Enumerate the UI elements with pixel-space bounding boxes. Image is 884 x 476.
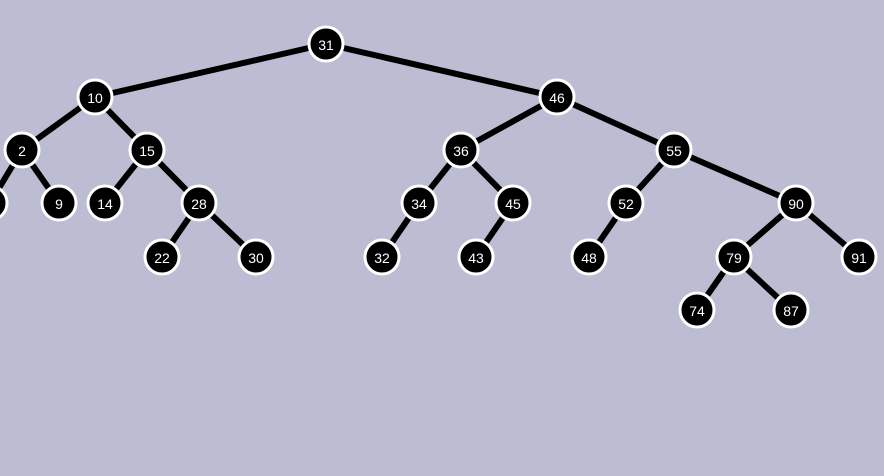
tree-node-circle[interactable]: [538, 78, 576, 116]
tree-node-circle[interactable]: [678, 291, 716, 329]
tree-node-circle[interactable]: [237, 238, 275, 276]
tree-node-circle[interactable]: [607, 184, 645, 222]
tree-node[interactable]: 31: [307, 25, 345, 63]
tree-node-label: 91: [851, 250, 867, 266]
tree-node-label: 10: [87, 90, 103, 106]
nodes-layer: 9 2 14 22 30 28 15 10 32 34 43 45 36 48 52 74 87 79 91 90 55…: [0, 25, 878, 329]
tree-node-label: 55: [666, 143, 682, 159]
tree-node-circle[interactable]: [128, 131, 166, 169]
tree-node[interactable]: 36: [442, 131, 480, 169]
tree-node-circle[interactable]: [772, 291, 810, 329]
tree-node-circle[interactable]: [0, 186, 9, 220]
tree-node-label: 36: [453, 143, 469, 159]
tree-node-circle[interactable]: [570, 238, 608, 276]
tree-node[interactable]: 74: [678, 291, 716, 329]
tree-node-label: 46: [549, 90, 565, 106]
tree-node-label: 90: [788, 196, 804, 212]
tree-node-label: 34: [411, 196, 427, 212]
tree-node[interactable]: 9: [40, 184, 78, 222]
tree-node-label: 2: [18, 143, 26, 159]
tree-node[interactable]: 2: [3, 131, 41, 169]
tree-node-label: 74: [689, 303, 705, 319]
tree-node-circle[interactable]: [494, 184, 532, 222]
tree-node-circle[interactable]: [307, 25, 345, 63]
tree-node-label: 79: [726, 250, 742, 266]
tree-node-circle[interactable]: [715, 238, 753, 276]
tree-node[interactable]: 90: [777, 184, 815, 222]
tree-node[interactable]: 87: [772, 291, 810, 329]
tree-node-label: 22: [154, 250, 170, 266]
tree-node-label: 87: [783, 303, 799, 319]
tree-node[interactable]: [0, 186, 9, 220]
tree-node-label: 28: [191, 196, 207, 212]
tree-node-circle[interactable]: [777, 184, 815, 222]
tree-node[interactable]: 28: [180, 184, 218, 222]
tree-node-circle[interactable]: [442, 131, 480, 169]
tree-node[interactable]: 32: [363, 238, 401, 276]
tree-node[interactable]: 10: [76, 78, 114, 116]
tree-node-label: 45: [505, 196, 521, 212]
tree-node-label: 15: [139, 143, 155, 159]
tree-node-circle[interactable]: [400, 184, 438, 222]
tree-node-circle[interactable]: [180, 184, 218, 222]
tree-node[interactable]: 48: [570, 238, 608, 276]
tree-node-circle[interactable]: [655, 131, 693, 169]
tree-node[interactable]: 15: [128, 131, 166, 169]
tree-node-label: 48: [581, 250, 597, 266]
tree-node-label: 31: [318, 37, 334, 53]
tree-node-circle[interactable]: [86, 184, 124, 222]
tree-node[interactable]: 91: [840, 238, 878, 276]
tree-node-circle[interactable]: [3, 131, 41, 169]
tree-node-circle[interactable]: [76, 78, 114, 116]
tree-node[interactable]: 14: [86, 184, 124, 222]
tree-node[interactable]: 46: [538, 78, 576, 116]
tree-node-circle[interactable]: [40, 184, 78, 222]
tree-node[interactable]: 45: [494, 184, 532, 222]
tree-node-circle[interactable]: [840, 238, 878, 276]
tree-node[interactable]: 22: [143, 238, 181, 276]
tree-node[interactable]: 30: [237, 238, 275, 276]
tree-node[interactable]: 52: [607, 184, 645, 222]
tree-node-label: 32: [374, 250, 390, 266]
tree-node[interactable]: 34: [400, 184, 438, 222]
tree-edge: [325, 41, 558, 100]
tree-node[interactable]: 55: [655, 131, 693, 169]
tree-node-circle[interactable]: [143, 238, 181, 276]
tree-edge: [94, 41, 327, 100]
tree-node-label: 43: [468, 250, 484, 266]
tree-edge: [555, 94, 676, 153]
tree-edge: [672, 147, 798, 206]
tree-node[interactable]: 79: [715, 238, 753, 276]
tree-node-label: 30: [248, 250, 264, 266]
tree-node-circle[interactable]: [363, 238, 401, 276]
tree-node-label: 14: [97, 196, 113, 212]
tree-node-label: 52: [618, 196, 634, 212]
tree-node-circle[interactable]: [457, 238, 495, 276]
tree-node[interactable]: 43: [457, 238, 495, 276]
tree-node-label: 9: [55, 196, 63, 212]
